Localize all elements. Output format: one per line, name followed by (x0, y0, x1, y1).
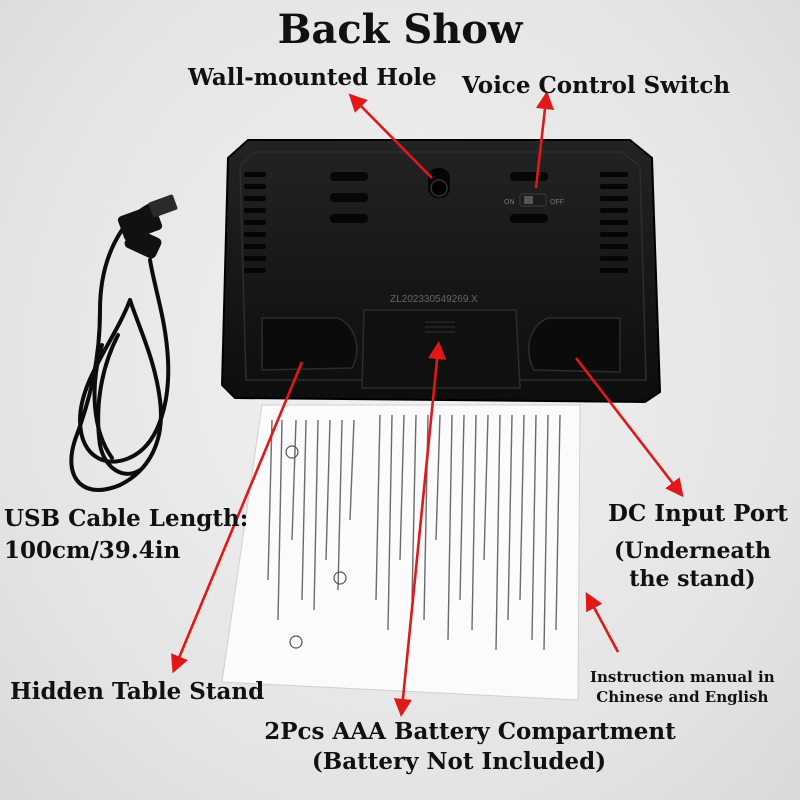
usb-cable-label: USB Cable Length: 100cm/39.4in (4, 503, 248, 567)
table-stand-label: Hidden Table Stand (10, 678, 265, 705)
arrow-manual (585, 591, 620, 653)
arrow-battery (393, 340, 447, 718)
wall-mount-hole (428, 168, 450, 198)
usb-cable (69, 203, 171, 492)
arrow-wall-hole (348, 93, 433, 179)
vent-right (600, 172, 628, 273)
dc-port-label: DC Input Port (608, 500, 788, 527)
vent-left (244, 172, 266, 273)
battery-compartment-cover (361, 309, 521, 389)
switch-off-text: OFF (550, 199, 564, 206)
wall-hole-label: Wall-mounted Hole (188, 64, 437, 91)
arrow-table-stand (171, 361, 304, 674)
usb-cable-label-line2: 100cm/39.4in (4, 537, 181, 564)
dc-plug (124, 227, 162, 259)
manual-label: Instruction manual in Chinese and Englis… (590, 667, 775, 707)
page-title: Back Show (277, 6, 523, 53)
battery-label-line2: (Battery Not Included) (311, 748, 607, 775)
battery-label: 2Pcs AAA Battery Compartment (Battery No… (0, 717, 800, 777)
arrow-voice-switch (534, 90, 555, 189)
dc-port-note: (Underneath the stand) (614, 537, 771, 593)
instruction-manual (221, 404, 581, 701)
voice-switch-label: Voice Control Switch (462, 72, 731, 99)
usb-plug (117, 194, 178, 241)
manual-label-line1: Instruction manual in (590, 668, 775, 686)
callout-arrows (171, 90, 684, 718)
usb-cable-label-line1: USB Cable Length: (4, 505, 249, 532)
serial-number: ZL202330549269.X (390, 294, 478, 305)
table-stand-left (261, 317, 358, 371)
switch-on-text: ON (504, 199, 515, 206)
dc-note-line2: the stand) (629, 566, 756, 592)
dc-note-line1: (Underneath (614, 538, 771, 564)
manual-label-line2: Chinese and English (596, 688, 769, 706)
voice-switch: ON OFF (504, 193, 564, 207)
battery-label-line1: 2Pcs AAA Battery Compartment (264, 718, 676, 745)
table-stand-right (527, 317, 621, 373)
device-back: ON OFF ZL202330549269.X (220, 139, 662, 404)
arrow-dc-port (574, 357, 684, 498)
